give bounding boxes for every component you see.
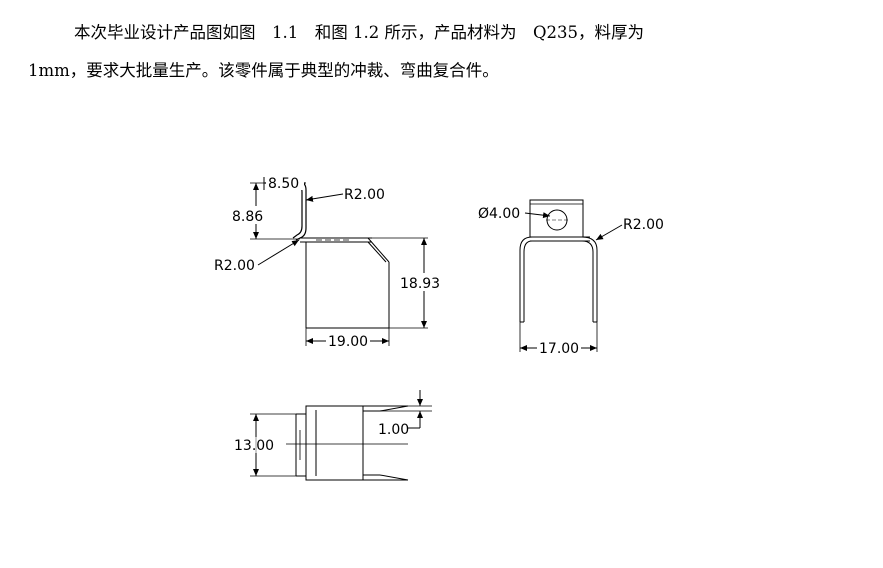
dim-top-height: 13.00 [234,438,274,454]
dim-height-body: 18.93 [400,276,440,292]
front-view [250,177,428,346]
side-view [519,199,623,352]
dim-width-body: 19.00 [328,334,368,350]
description-paragraph: 本次毕业设计产品图如图 1.1 和图 1.2 所示，产品材料为 Q235，料厚为… [28,14,858,90]
dim-width-top: 8.50 [268,176,299,192]
dim-thickness: 1.00 [378,422,409,438]
top-view-labels: 13.00 1.00 [232,421,409,454]
dim-radius-upper: R2.00 [344,187,385,203]
dim-side-radius: R2.00 [623,217,664,233]
front-view-labels: 8.50 R2.00 8.86 R2.00 18.93 19.00 [214,174,442,350]
side-view-labels: Ø4.00 R2.00 17.00 [478,206,664,357]
paragraph-line-2: 1mm，要求大批量生产。该零件属于典型的冲裁、弯曲复合件。 [28,61,499,80]
dim-radius-lower: R2.00 [214,258,255,274]
dim-hole-diameter: Ø4.00 [478,206,520,222]
dim-side-width: 17.00 [539,341,579,357]
dim-height-flange: 8.86 [232,209,263,225]
paragraph-line-1: 本次毕业设计产品图如图 1.1 和图 1.2 所示，产品材料为 Q235，料厚为 [74,23,644,42]
